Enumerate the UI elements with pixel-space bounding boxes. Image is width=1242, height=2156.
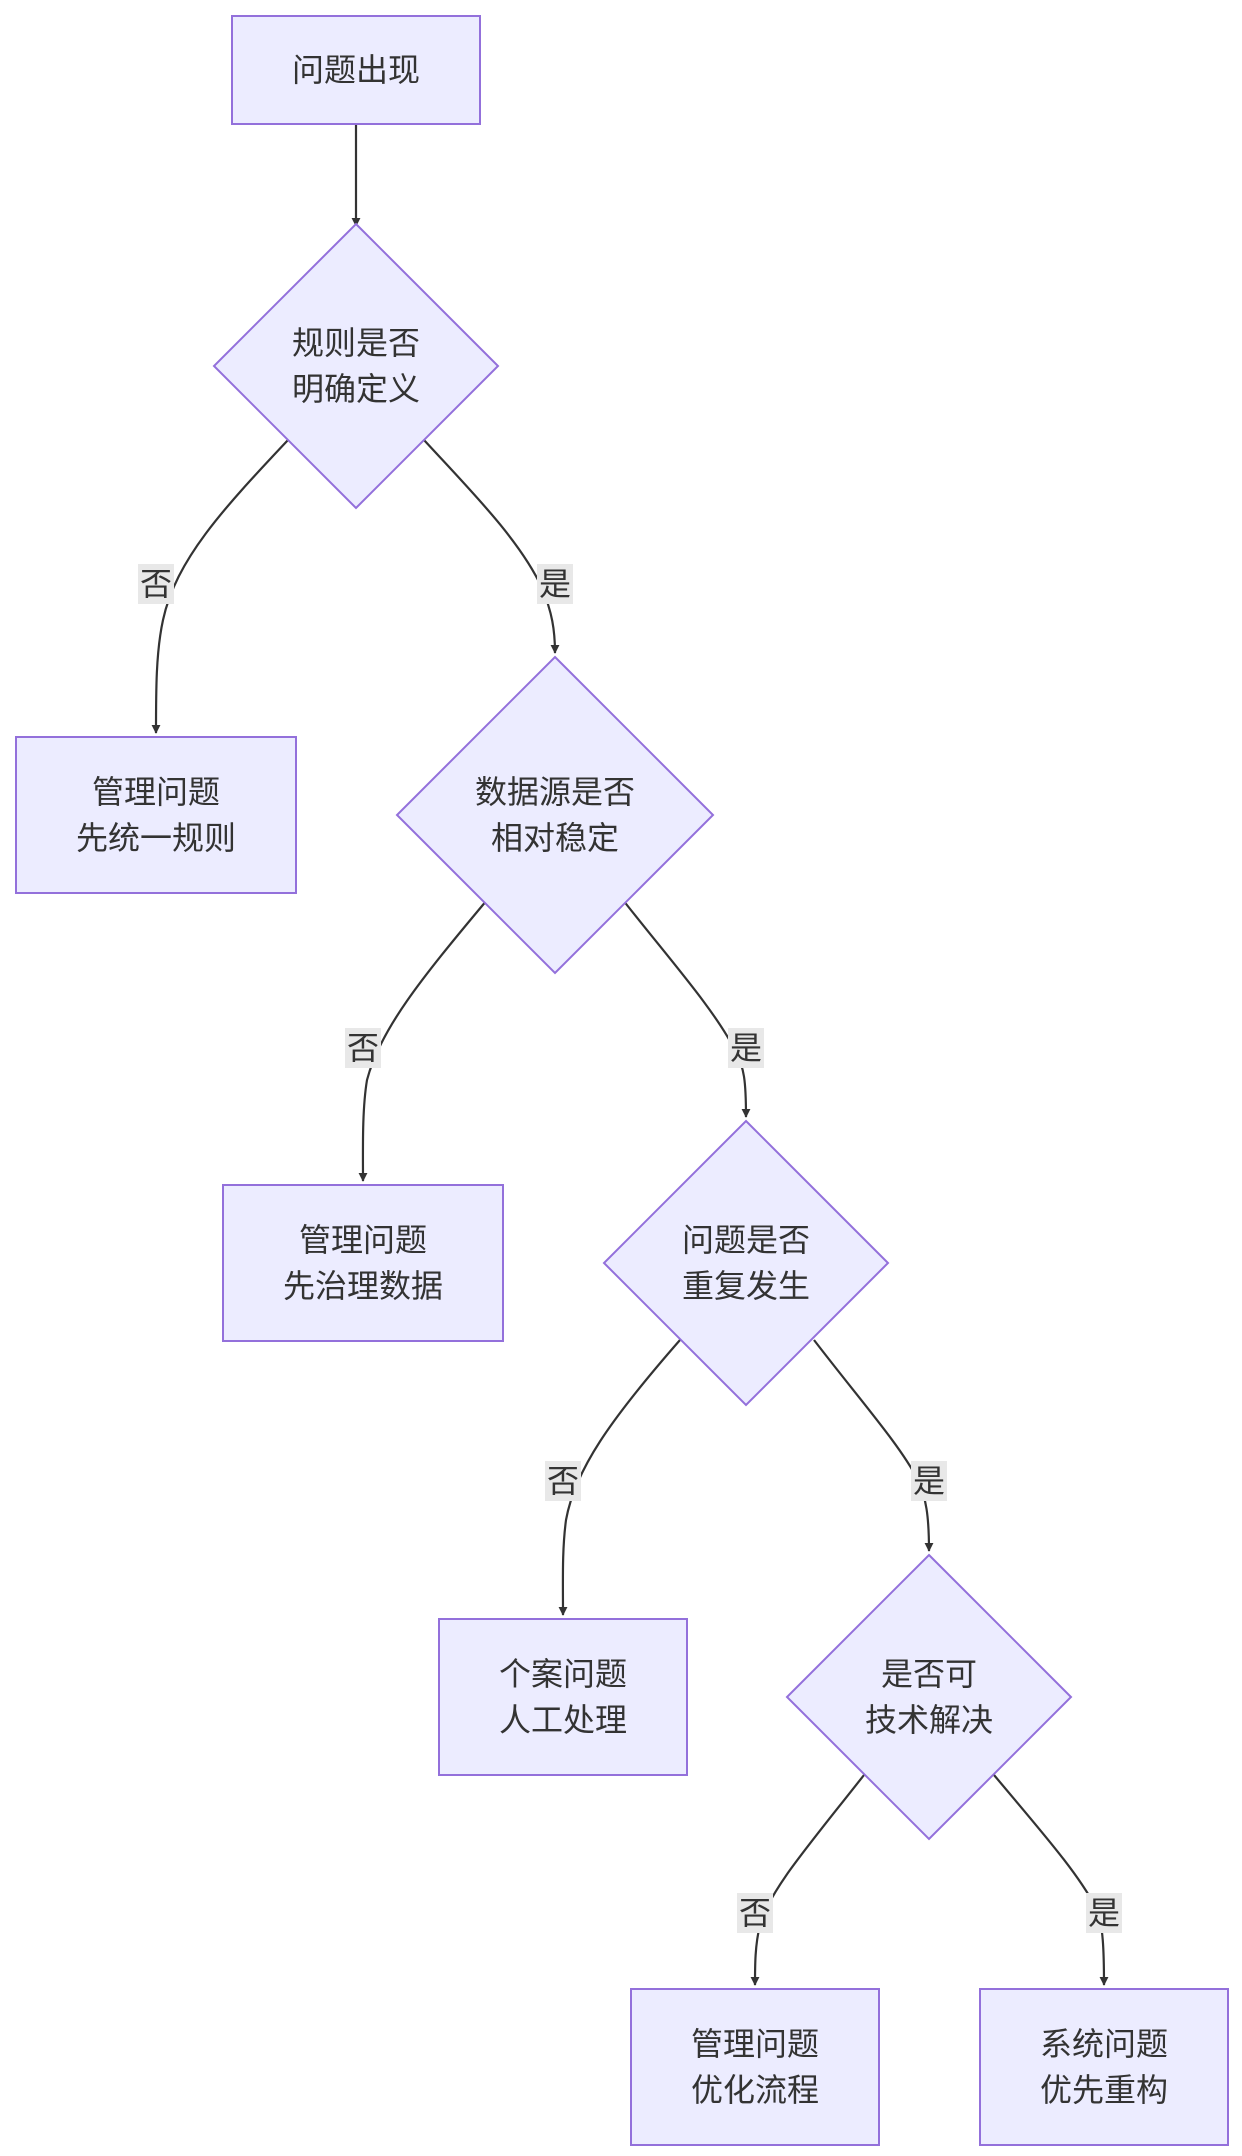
process-box <box>231 15 481 125</box>
edge-label-text: 是 <box>730 1029 762 1067</box>
node-label-line: 规则是否 <box>292 324 420 362</box>
process-box <box>979 1988 1229 2146</box>
edge-rules_defined-to-data_stable <box>423 439 560 654</box>
node-label-line: 人工处理 <box>499 1701 627 1739</box>
edge-label-rules_defined-to-mgmt_unify_rules: 否 <box>138 564 174 604</box>
process-box <box>222 1184 504 1342</box>
node-label-line: 相对稳定 <box>491 819 619 857</box>
edge-label-background <box>728 1028 764 1068</box>
edge-tech_solvable-to-system_refactor <box>993 1774 1109 1986</box>
decision-diamond <box>395 655 715 975</box>
edge-label-background <box>138 564 174 604</box>
nodes: 问题出现规则是否明确定义管理问题先统一规则数据源是否相对稳定管理问题先治理数据问… <box>15 15 1229 2146</box>
node-label-line: 个案问题 <box>499 1655 627 1693</box>
edge-label-tech_solvable-to-mgmt_optimize: 否 <box>737 1893 773 1933</box>
process-box <box>438 1618 688 1776</box>
edge-label-background <box>911 1461 947 1501</box>
process-box <box>15 736 297 894</box>
edge-labels: 否是否是否是否是 <box>138 564 1122 1933</box>
edge-label-rules_defined-to-data_stable: 是 <box>537 564 573 604</box>
node-label-line: 是否可 <box>881 1655 977 1693</box>
decision-diamond <box>602 1119 890 1407</box>
edge-label-recurring-to-case_manual: 否 <box>545 1461 581 1501</box>
node-start[interactable]: 问题出现 <box>231 15 481 125</box>
node-label-line: 先统一规则 <box>76 819 236 857</box>
edge-recurring-to-case_manual <box>558 1339 681 1616</box>
edge-label-text: 否 <box>140 565 172 603</box>
node-label-line: 重复发生 <box>682 1267 810 1305</box>
edge-label-data_stable-to-recurring: 是 <box>728 1028 764 1068</box>
edge-tech_solvable-to-mgmt_optimize <box>750 1774 865 1986</box>
node-label-line: 优先重构 <box>1040 2071 1168 2109</box>
edge-label-text: 否 <box>739 1894 771 1932</box>
node-label-line: 管理问题 <box>92 773 220 811</box>
node-label-line: 问题出现 <box>292 51 420 89</box>
decision-diamond <box>785 1553 1073 1841</box>
edge-label-background <box>545 1461 581 1501</box>
edge-label-recurring-to-tech_solvable: 是 <box>911 1461 947 1501</box>
edge-data_stable-to-recurring <box>622 899 751 1118</box>
process-box <box>630 1988 880 2146</box>
edge-label-text: 否 <box>547 1462 579 1500</box>
edge-rules_defined-to-mgmt_unify_rules <box>151 439 289 734</box>
node-label-line: 技术解决 <box>865 1701 993 1739</box>
edge-label-background <box>345 1028 381 1068</box>
edge-recurring-to-tech_solvable <box>813 1339 934 1552</box>
edge-label-tech_solvable-to-system_refactor: 是 <box>1086 1893 1122 1933</box>
edge-label-background <box>1086 1893 1122 1933</box>
node-label-line: 数据源是否 <box>475 773 635 811</box>
node-label-line: 系统问题 <box>1040 2025 1168 2063</box>
node-label-line: 优化流程 <box>691 2071 819 2109</box>
edge-label-background <box>737 1893 773 1933</box>
edge-label-background <box>537 564 573 604</box>
edge-label-text: 否 <box>347 1029 379 1067</box>
edge-label-text: 是 <box>539 565 571 603</box>
decision-diamond <box>212 222 500 510</box>
node-label-line: 管理问题 <box>691 2025 819 2063</box>
edge-data_stable-to-mgmt_govern_data <box>358 899 488 1182</box>
node-label-line: 管理问题 <box>299 1221 427 1259</box>
node-label-line: 先治理数据 <box>283 1267 443 1305</box>
edge-label-text: 是 <box>1088 1894 1120 1932</box>
edge-label-data_stable-to-mgmt_govern_data: 否 <box>345 1028 381 1068</box>
edge-label-text: 是 <box>913 1462 945 1500</box>
node-label-line: 问题是否 <box>682 1221 810 1259</box>
node-label-line: 明确定义 <box>292 370 420 408</box>
